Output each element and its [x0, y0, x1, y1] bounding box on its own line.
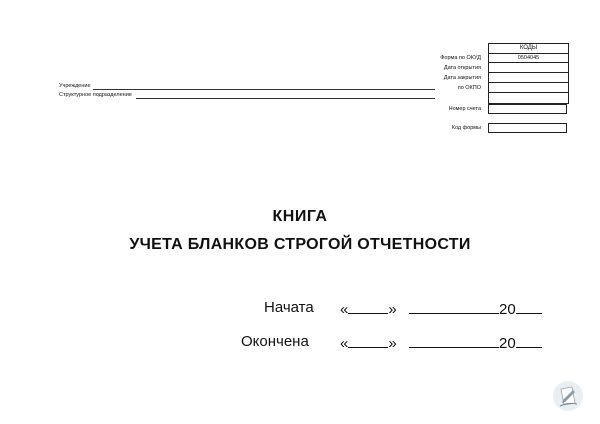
institution-line[interactable]	[93, 89, 435, 90]
end-day-blank[interactable]	[348, 333, 389, 348]
document-title: КНИГА	[272, 208, 328, 225]
end-quote-close: »	[388, 335, 397, 352]
account-number-field[interactable]	[488, 104, 567, 114]
end-label: Окончена	[241, 333, 309, 350]
account-number-label: Номер счета	[448, 106, 481, 112]
codes-labels: Форма по ОКУД Дата открытия Дата закрыти…	[380, 53, 481, 93]
start-date-row: Начата	[264, 299, 314, 317]
codes-extra-cell[interactable]	[489, 93, 568, 103]
end-year-prefix: 20	[499, 335, 516, 352]
end-quote-open: «	[340, 335, 349, 352]
start-month-year: 20	[409, 299, 542, 319]
start-quote-close: »	[388, 301, 397, 318]
start-day: «»	[340, 299, 397, 319]
close-date-value[interactable]	[489, 73, 568, 83]
form-code-field[interactable]	[488, 123, 567, 133]
end-month-blank[interactable]	[409, 333, 499, 348]
okpo-value[interactable]	[489, 83, 568, 93]
end-date-row: Окончена	[241, 333, 309, 351]
end-year-blank[interactable]	[515, 333, 542, 348]
end-month-year: 20	[409, 333, 542, 353]
okud-label: Форма по ОКУД	[440, 55, 481, 61]
end-day: «»	[340, 333, 397, 353]
start-quote-open: «	[340, 301, 349, 318]
document-subtitle: УЧЕТА БЛАНКОВ СТРОГОЙ ОТЧЕТНОСТИ	[129, 236, 471, 253]
start-label: Начата	[264, 299, 314, 316]
pen-on-paper-icon	[552, 380, 584, 412]
open-date-value[interactable]	[489, 63, 568, 73]
okud-value[interactable]: 0504045	[489, 53, 568, 63]
start-year-prefix: 20	[499, 301, 516, 318]
unit-line[interactable]	[136, 98, 435, 99]
start-year-blank[interactable]	[515, 299, 542, 314]
codes-table: 0504045	[488, 53, 569, 104]
okpo-label: по ОКПО	[457, 85, 481, 91]
institution-label: Учреждение	[59, 83, 91, 89]
codes-header: КОДЫ	[488, 43, 569, 54]
open-date-label: Дата открытия	[443, 65, 481, 71]
form-code-label: Код формы	[451, 125, 481, 131]
unit-label: Структурное подразделение	[59, 92, 132, 98]
start-day-blank[interactable]	[348, 299, 389, 314]
close-date-label: Дата закрытия	[443, 75, 481, 81]
start-month-blank[interactable]	[409, 299, 499, 314]
